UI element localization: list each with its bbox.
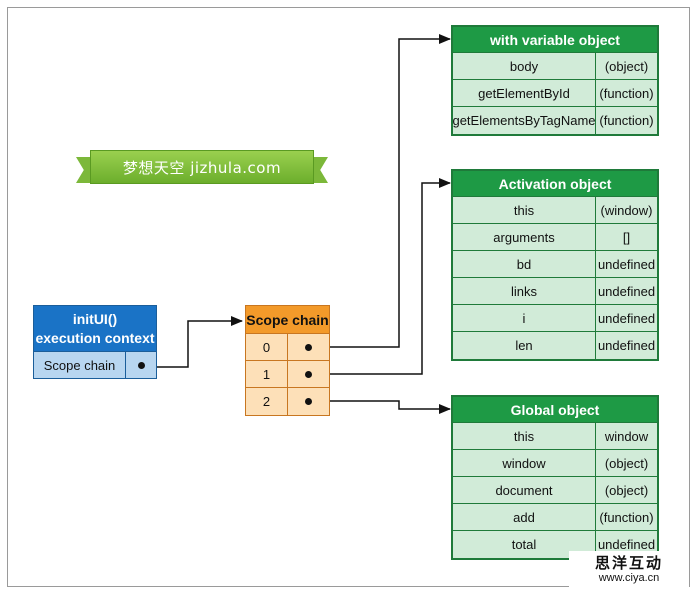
scope-index: 0 (246, 334, 288, 360)
with-variable-object-box: with variable object body (object) getEl… (451, 25, 659, 136)
property-name: getElementsByTagName (453, 107, 596, 134)
arrow-scope2-to-global (313, 400, 451, 414)
arrow-scope0-to-with (313, 34, 451, 348)
execution-context-title-line1: initUI() (72, 311, 118, 327)
corner-watermark: 思洋互动 www.ciya.cn (569, 551, 689, 587)
property-value: undefined (597, 256, 656, 272)
property-value: undefined (597, 310, 656, 326)
property-name: add (453, 504, 596, 530)
property-value: (window) (600, 202, 653, 218)
property-value: undefined (597, 338, 656, 353)
property-name: this (453, 423, 596, 449)
object-row: getElementsByTagName (function) (453, 107, 657, 134)
property-name: links (453, 278, 596, 304)
object-row: len undefined (453, 332, 657, 359)
scope-chain-pointer (126, 352, 156, 378)
scope-index: 1 (246, 361, 288, 387)
banner-text: 梦想天空 jizhula.com (90, 150, 314, 184)
object-row: body (object) (453, 53, 657, 80)
object-row: add (function) (453, 504, 657, 531)
property-value: [] (622, 229, 631, 245)
object-row: i undefined (453, 305, 657, 332)
property-value: undefined (597, 283, 656, 299)
corner-watermark-url: www.ciya.cn (598, 572, 660, 584)
property-value: (object) (604, 455, 649, 471)
property-name: bd (453, 251, 596, 277)
execution-context-title: initUI() execution context (34, 306, 156, 352)
arrow-exec-to-scope (141, 316, 243, 368)
pointer-dot-icon (137, 361, 145, 369)
global-object-box: Global object this window window (object… (451, 395, 659, 560)
scope-chain-row: 1 (246, 361, 329, 388)
arrow-scope1-to-activation (313, 178, 451, 375)
property-value: (object) (604, 58, 649, 74)
property-name: getElementById (453, 80, 596, 106)
property-name: body (453, 53, 596, 79)
pointer-dot-icon (305, 370, 312, 378)
pointer-dot-icon (305, 398, 312, 405)
property-name: window (453, 450, 596, 476)
scope-chain-row: 2 (246, 388, 329, 415)
execution-context-title-line2: execution context (35, 330, 155, 346)
property-name: total (453, 531, 596, 558)
with-variable-object-title: with variable object (453, 27, 657, 53)
property-value: (function) (599, 509, 654, 525)
scope-chain-label: Scope chain (34, 352, 126, 378)
property-name: document (453, 477, 596, 503)
scope-pointer (288, 388, 329, 415)
watermark-banner: 梦想天空 jizhula.com (76, 147, 328, 189)
scope-chain-row: 0 (246, 334, 329, 361)
activation-object-box: Activation object this (window) argument… (451, 169, 659, 361)
scope-chain-box: Scope chain 0 1 2 (245, 305, 330, 416)
scope-chain-title: Scope chain (246, 306, 329, 334)
object-row: this (window) (453, 197, 657, 224)
property-name: this (453, 197, 596, 223)
property-value: undefined (597, 537, 656, 552)
object-row: bd undefined (453, 251, 657, 278)
scope-pointer (288, 361, 329, 387)
execution-context-box: initUI() execution context Scope chain (33, 305, 157, 379)
property-name: len (453, 332, 596, 359)
scope-index: 2 (246, 388, 288, 415)
pointer-dot-icon (305, 343, 312, 351)
activation-object-title: Activation object (453, 171, 657, 197)
property-value: window (604, 428, 649, 444)
object-row: this window (453, 423, 657, 450)
object-row: links undefined (453, 278, 657, 305)
object-row: arguments [] (453, 224, 657, 251)
scope-pointer (288, 334, 329, 360)
execution-context-row: Scope chain (34, 352, 156, 378)
object-row: window (object) (453, 450, 657, 477)
object-row: getElementById (function) (453, 80, 657, 107)
property-name: arguments (453, 224, 596, 250)
property-value: (function) (599, 85, 654, 101)
property-value: (object) (604, 482, 649, 498)
object-row: document (object) (453, 477, 657, 504)
corner-watermark-name: 思洋互动 (594, 554, 663, 572)
property-name: i (453, 305, 596, 331)
global-object-title: Global object (453, 397, 657, 423)
property-value: (function) (599, 113, 654, 128)
object-row: total undefined (453, 531, 657, 558)
